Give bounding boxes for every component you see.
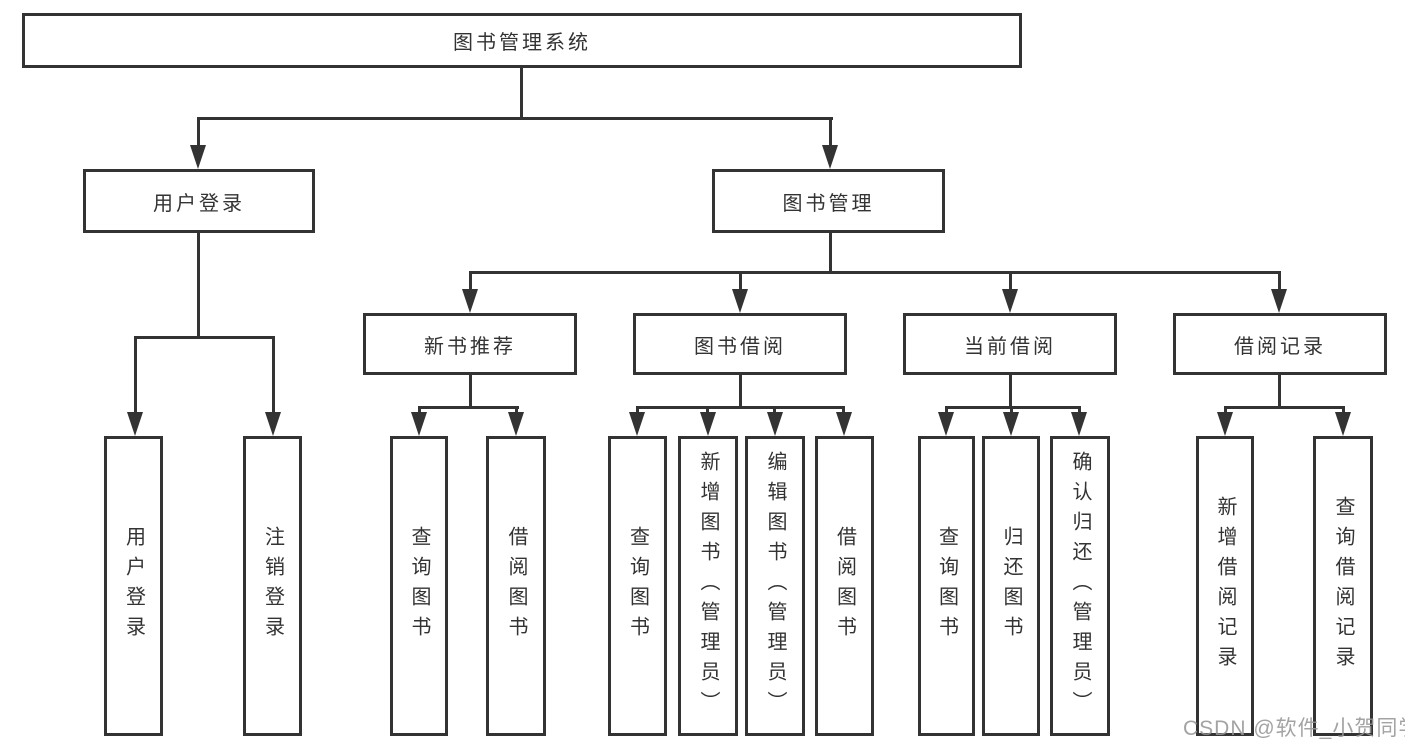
leaf-logout: 注销登录 bbox=[243, 436, 302, 736]
connector-line bbox=[1009, 375, 1012, 409]
arrow-down-icon bbox=[1217, 412, 1233, 436]
arrow-down-icon bbox=[700, 412, 716, 436]
leaf-current-return-books: 归还图书 bbox=[982, 436, 1040, 736]
arrow-down-icon bbox=[1071, 412, 1087, 436]
node-borrow-records: 借阅记录 bbox=[1173, 313, 1387, 375]
connector-line bbox=[520, 68, 523, 120]
connector-line bbox=[1224, 406, 1227, 416]
leaf-borrow-add-books-admin: 新增图书（管理员） bbox=[678, 436, 738, 736]
connector-line bbox=[945, 406, 1081, 409]
arrow-down-icon bbox=[508, 412, 524, 436]
arrow-down-icon bbox=[265, 412, 281, 436]
leaf-current-confirm-return-admin: 确认归还（管理员） bbox=[1050, 436, 1110, 736]
csdn-watermark: CSDN @软件_小贺同学 bbox=[1183, 717, 1405, 740]
leaf-borrow-edit-books-admin: 编辑图书（管理员） bbox=[745, 436, 805, 736]
arrow-down-icon bbox=[732, 289, 748, 313]
connector-line bbox=[470, 271, 1281, 274]
connector-line bbox=[1342, 406, 1345, 416]
leaf-newbook-borrow-books: 借阅图书 bbox=[486, 436, 546, 736]
connector-line bbox=[469, 375, 472, 409]
connector-line bbox=[134, 336, 275, 339]
arrow-down-icon bbox=[462, 289, 478, 313]
connector-line bbox=[134, 336, 137, 416]
connector-line bbox=[418, 406, 421, 416]
connector-line bbox=[1010, 406, 1013, 416]
arrow-down-icon bbox=[1003, 412, 1019, 436]
connector-line bbox=[1009, 271, 1012, 291]
connector-line bbox=[1278, 375, 1281, 409]
node-new-book-recommend: 新书推荐 bbox=[363, 313, 577, 375]
arrow-down-icon bbox=[629, 412, 645, 436]
connector-line bbox=[945, 406, 948, 416]
connector-line bbox=[419, 406, 519, 409]
node-current-borrow: 当前借阅 bbox=[903, 313, 1117, 375]
arrow-down-icon bbox=[127, 412, 143, 436]
connector-line bbox=[1224, 406, 1345, 409]
leaf-newbook-query-books: 查询图书 bbox=[390, 436, 448, 736]
leaf-borrow-borrow-books: 借阅图书 bbox=[815, 436, 874, 736]
connector-line bbox=[739, 375, 742, 409]
arrow-down-icon bbox=[1335, 412, 1351, 436]
connector-line bbox=[272, 336, 275, 416]
connector-line bbox=[636, 406, 639, 416]
arrow-down-icon bbox=[411, 412, 427, 436]
connector-line bbox=[197, 233, 200, 338]
connector-line bbox=[829, 233, 832, 273]
arrow-down-icon bbox=[1271, 289, 1287, 313]
connector-line bbox=[515, 406, 518, 416]
connector-line bbox=[829, 117, 832, 149]
connector-line bbox=[1078, 406, 1081, 416]
connector-line bbox=[706, 406, 709, 416]
leaf-records-add-record: 新增借阅记录 bbox=[1196, 436, 1254, 736]
leaf-user-login: 用户登录 bbox=[104, 436, 163, 736]
leaf-current-query-books: 查询图书 bbox=[918, 436, 975, 736]
node-root: 图书管理系统 bbox=[22, 13, 1022, 68]
connector-line bbox=[1278, 271, 1281, 291]
node-book-management: 图书管理 bbox=[712, 169, 945, 233]
leaf-borrow-query-books: 查询图书 bbox=[608, 436, 667, 736]
arrow-down-icon bbox=[822, 145, 838, 169]
connector-line bbox=[197, 117, 200, 149]
node-book-borrow: 图书借阅 bbox=[633, 313, 847, 375]
connector-line bbox=[197, 117, 833, 120]
connector-line bbox=[773, 406, 776, 416]
arrow-down-icon bbox=[938, 412, 954, 436]
connector-line bbox=[842, 406, 845, 416]
arrow-down-icon bbox=[836, 412, 852, 436]
arrow-down-icon bbox=[767, 412, 783, 436]
connector-line bbox=[739, 271, 742, 291]
connector-line bbox=[469, 271, 472, 291]
connector-line bbox=[637, 406, 844, 409]
node-user-login: 用户登录 bbox=[83, 169, 315, 233]
arrow-down-icon bbox=[190, 145, 206, 169]
leaf-records-query-record: 查询借阅记录 bbox=[1313, 436, 1373, 736]
arrow-down-icon bbox=[1002, 289, 1018, 313]
